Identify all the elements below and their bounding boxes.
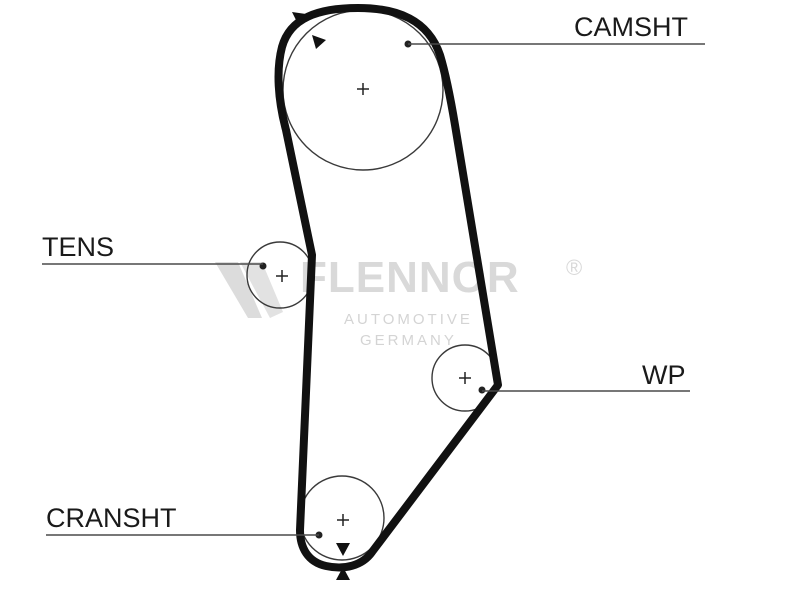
timing-belt <box>274 4 502 572</box>
camshaft-timing-arrow-top <box>292 12 306 24</box>
water-pump-leader-dot <box>478 386 486 394</box>
camshaft-center-mark <box>357 83 369 95</box>
watermark: FLENNOR ® Automotive Germany <box>215 253 582 349</box>
camshaft-timing-arrow-bottom <box>312 35 326 49</box>
crankshaft-timing-arrow-bottom <box>336 567 350 580</box>
crankshaft-center-mark <box>337 514 349 526</box>
crankshaft-timing-arrow-top <box>336 543 350 556</box>
tensioner-label: TENS <box>42 232 114 262</box>
watermark-line-2: Germany <box>360 332 457 349</box>
water-pump-label: WP <box>642 360 686 390</box>
crankshaft-label: CRANSHT <box>46 503 177 533</box>
watermark-registered-mark: ® <box>566 255 582 280</box>
water-pump-center-mark <box>459 372 471 384</box>
camshaft-label: CAMSHT <box>574 12 688 42</box>
flennor-logo-icon <box>215 262 283 318</box>
watermark-line-1: Automotive <box>344 311 473 328</box>
tensioner-center-mark <box>276 270 288 282</box>
